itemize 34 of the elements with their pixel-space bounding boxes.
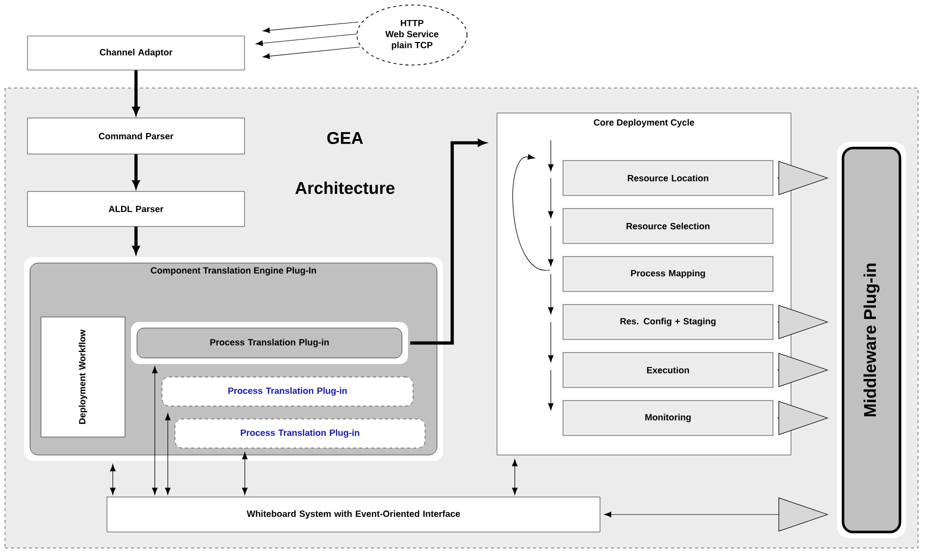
arrow bbox=[242, 452, 248, 495]
arrow bbox=[262, 46, 360, 59]
arrow bbox=[512, 459, 518, 495]
workflow-box: Deployment Workflow bbox=[40, 316, 126, 438]
process-box: ALDL Parser bbox=[27, 191, 245, 227]
arrow bbox=[548, 274, 554, 314]
arrow bbox=[165, 413, 171, 495]
step-box: Execution bbox=[562, 352, 774, 388]
step-box: Resource Location bbox=[562, 160, 774, 196]
arrow bbox=[256, 34, 357, 46]
plugin-bar: Middleware Plug-in bbox=[837, 142, 906, 538]
arrow bbox=[132, 70, 140, 115]
plugin-box: Process Translation Plug-in bbox=[174, 418, 426, 448]
step-box: Resource Selection bbox=[562, 208, 774, 244]
arrow bbox=[548, 178, 554, 218]
arrow bbox=[110, 464, 116, 495]
plugin-box: Process Translation Plug-in bbox=[131, 322, 408, 364]
step-box: Process Mapping bbox=[562, 256, 774, 292]
arrow bbox=[132, 154, 140, 188]
arrow bbox=[512, 154, 550, 270]
arrow bbox=[132, 226, 140, 254]
process-box: Channel Adaptor bbox=[27, 36, 245, 70]
process-box: Whiteboard System with Event-Oriented Interface bbox=[106, 496, 600, 532]
arrow bbox=[548, 322, 554, 362]
arrow bbox=[410, 139, 486, 345]
arrow bbox=[548, 226, 554, 266]
arrow bbox=[548, 140, 554, 172]
process-box: Command Parser bbox=[27, 118, 245, 154]
step-box: Monitoring bbox=[562, 400, 774, 436]
arrow bbox=[548, 370, 554, 410]
arrow bbox=[262, 22, 359, 34]
arrow bbox=[152, 366, 158, 495]
step-box: Res. Config + Staging bbox=[562, 304, 774, 340]
plugin-box: Process Translation Plug-in bbox=[162, 376, 414, 406]
